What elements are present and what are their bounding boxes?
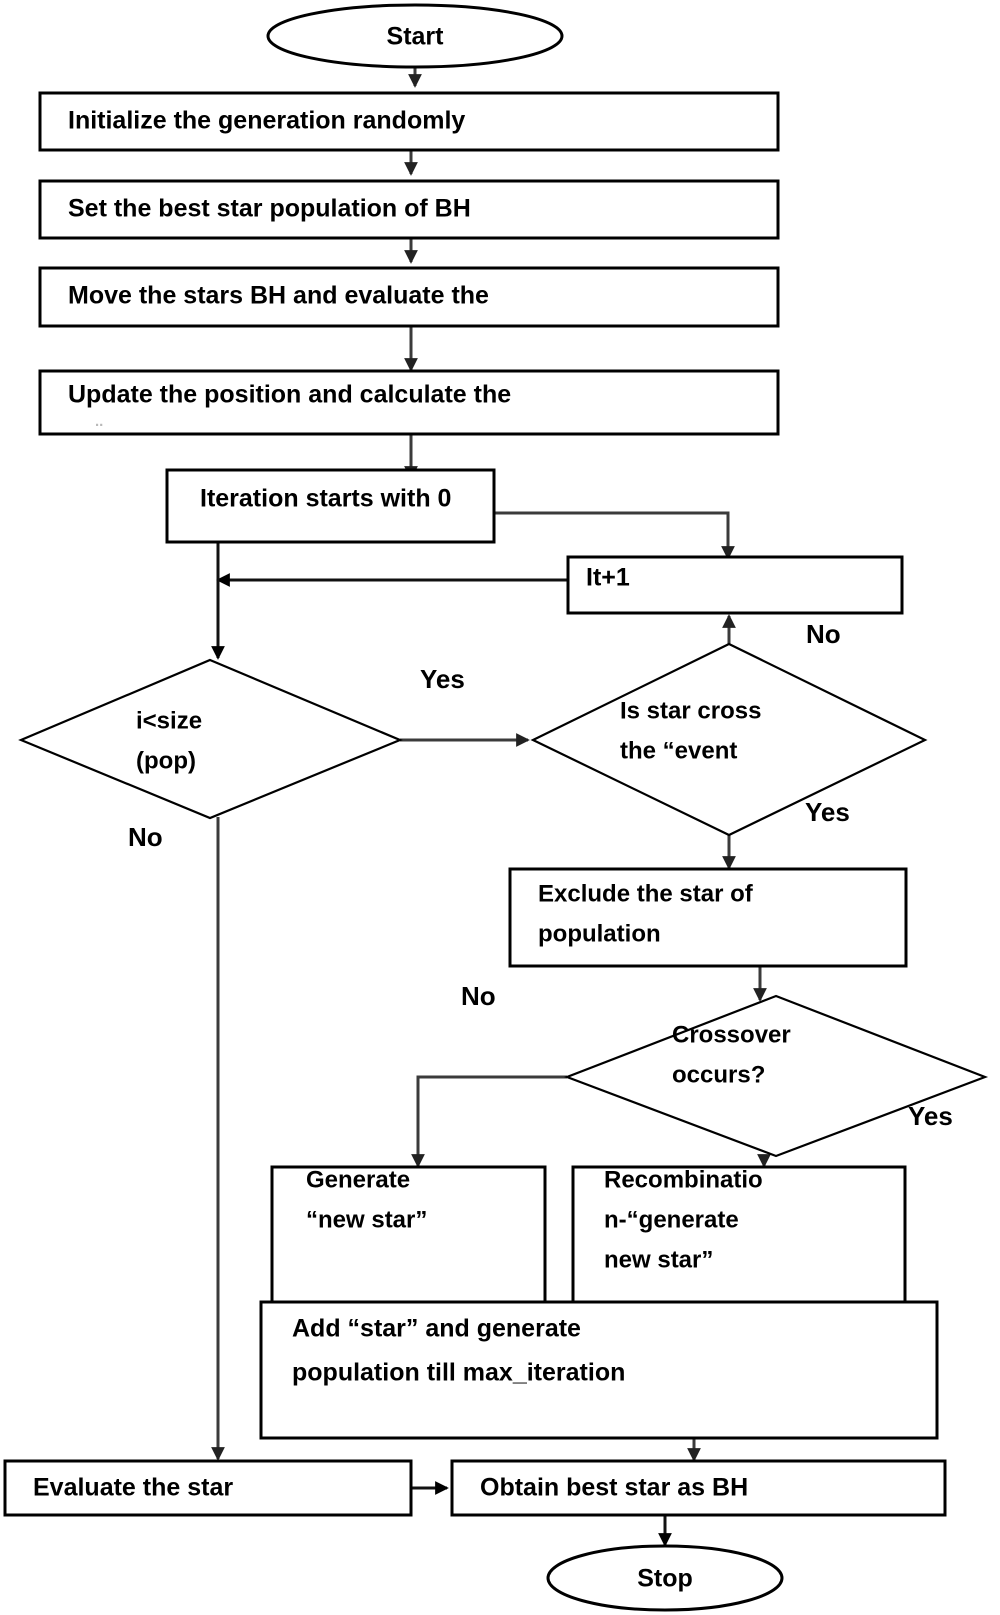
edge-label-size-yes: Yes: [420, 664, 465, 694]
edge-iteration-to-itplus: [494, 511, 735, 560]
set-best-box-shape: [38, 179, 780, 240]
initialize-box-shape: [38, 91, 780, 152]
move-stars-box-shape: [38, 266, 780, 328]
decision-event-label-line1: Is star cross: [620, 697, 761, 724]
move-stars-label: Move the stars BH and evaluate the: [68, 282, 489, 310]
node-generate-new-star[interactable]: Generate “new star”: [270, 1165, 547, 1310]
add-star-box-shape: [259, 1300, 939, 1440]
recombination-label-line3: new star”: [604, 1246, 713, 1273]
edge-labels: Yes No No Yes No Yes: [128, 619, 953, 1131]
evaluate-box-shape: [3, 1459, 413, 1517]
node-it-plus-one[interactable]: It+1: [566, 555, 904, 615]
decision-size-label-line1: i<size: [136, 707, 202, 734]
it-plus-one-box-shape: [566, 555, 904, 615]
node-obtain-best-star[interactable]: Obtain best star as BH: [450, 1459, 947, 1517]
exclude-box-shape: [508, 867, 908, 968]
edge-label-size-no: No: [128, 822, 163, 852]
node-recombination[interactable]: Recombinatio n-“generate new star”: [571, 1165, 907, 1312]
node-add-star[interactable]: Add “star” and generate population till …: [259, 1300, 939, 1440]
node-decision-size[interactable]: i<size (pop): [18, 658, 403, 820]
set-best-label: Set the best star population of BH: [68, 195, 471, 223]
recombination-box-shape: [571, 1165, 907, 1312]
decision-size-label-line2: (pop): [136, 747, 196, 774]
node-stop[interactable]: Stop: [546, 1544, 784, 1612]
node-move-stars[interactable]: Move the stars BH and evaluate the: [38, 266, 780, 328]
update-position-label: Update the position and calculate the: [68, 381, 511, 409]
decision-size-shape: [18, 658, 403, 820]
decision-crossover-shape: [563, 994, 989, 1158]
node-decision-crossover[interactable]: Crossover occurs?: [563, 994, 989, 1158]
edge-label-crossover-yes: Yes: [908, 1101, 953, 1131]
node-iteration-start[interactable]: Iteration starts with 0: [165, 468, 496, 544]
edge-label-crossover-no: No: [461, 981, 496, 1011]
node-exclude-star[interactable]: Exclude the star of population: [508, 867, 908, 968]
initialize-label: Initialize the generation randomly: [68, 107, 465, 135]
iteration-box-shape: [165, 468, 496, 544]
edge-crossover-no-to-generate: [411, 1075, 567, 1168]
recombination-label-line2: n-“generate: [604, 1206, 739, 1233]
node-update-position[interactable]: Update the position and calculate the ..: [38, 369, 780, 436]
update-position-sublabel: ..: [95, 413, 103, 430]
evaluate-label: Evaluate the star: [33, 1474, 233, 1502]
recombination-label-line1: Recombinatio: [604, 1166, 763, 1193]
add-star-label-line2: population till max_iteration: [292, 1359, 625, 1387]
start-label: Start: [387, 23, 445, 51]
decision-event-label-line2: the “event: [620, 737, 737, 764]
edge-label-event-no: No: [806, 619, 841, 649]
edge-label-event-yes: Yes: [805, 797, 850, 827]
node-set-best-population[interactable]: Set the best star population of BH: [38, 179, 780, 240]
generate-label-line2: “new star”: [306, 1206, 427, 1233]
node-initialize[interactable]: Initialize the generation randomly: [38, 91, 780, 152]
stop-label: Stop: [637, 1565, 693, 1593]
update-position-box-shape: [38, 369, 780, 436]
stop-terminator-shape: [546, 1544, 784, 1612]
exclude-label-line2: population: [538, 920, 661, 947]
obtain-best-label: Obtain best star as BH: [480, 1474, 748, 1502]
obtain-best-box-shape: [450, 1459, 947, 1517]
add-star-label-line1: Add “star” and generate: [292, 1315, 581, 1343]
generate-box-shape: [270, 1165, 547, 1310]
node-start[interactable]: Start: [266, 3, 564, 69]
start-terminator-shape: [266, 3, 564, 69]
it-plus-one-label: It+1: [586, 564, 630, 592]
decision-event-shape: [530, 642, 928, 837]
generate-label-line1: Generate: [306, 1166, 410, 1193]
decision-crossover-label-line1: Crossover: [672, 1021, 791, 1048]
node-decision-event-horizon[interactable]: Is star cross the “event: [530, 642, 928, 837]
iteration-label: Iteration starts with 0: [200, 485, 451, 513]
decision-crossover-label-line2: occurs?: [672, 1061, 765, 1088]
node-evaluate-star[interactable]: Evaluate the star: [3, 1459, 413, 1517]
exclude-label-line1: Exclude the star of: [538, 880, 754, 907]
